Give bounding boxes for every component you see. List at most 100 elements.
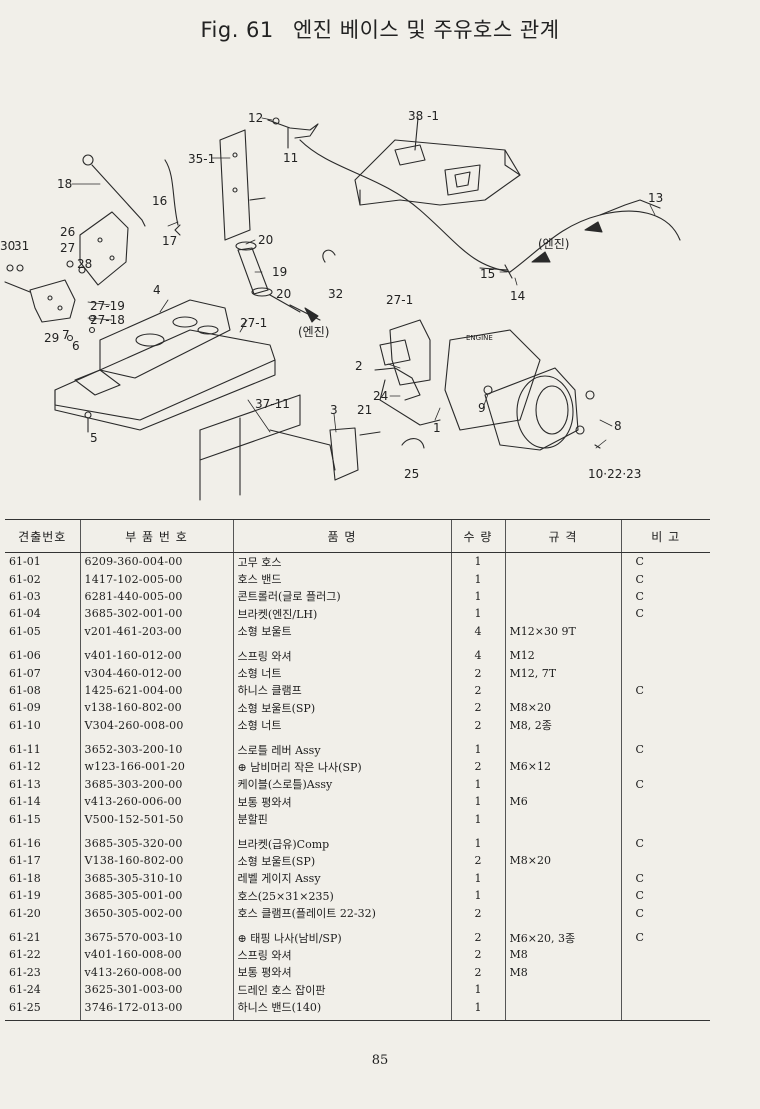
- ref-no-cell: 61-01: [9, 555, 41, 569]
- spec-cell: [504, 980, 621, 999]
- note-cell: [620, 758, 710, 776]
- part-number-cell: 3685-303-200-00: [79, 775, 233, 794]
- ref-no-cell: 61-03: [9, 589, 41, 603]
- note-cell: C: [620, 733, 710, 759]
- callout-35-1: 35-1: [188, 152, 215, 166]
- note-cell: [620, 998, 710, 1021]
- quantity-cell: 4: [450, 639, 505, 665]
- callout-37-11: 37-11: [255, 397, 290, 411]
- note-cell: C: [620, 869, 710, 888]
- part-number-cell: V500-152-501-50: [79, 810, 233, 828]
- quantity-cell: 2: [450, 904, 505, 922]
- part-number-cell: v413-260-006-00: [79, 793, 233, 811]
- callout-10-22-23: 10·22·23: [588, 467, 641, 481]
- ref-no-cell: 61-06: [9, 649, 41, 663]
- part-name-cell: 브라켓(급유)Comp: [232, 827, 451, 853]
- note-cell: C: [620, 552, 710, 571]
- quantity-cell: 2: [450, 681, 505, 700]
- fuel-hose-drawing: [235, 241, 336, 323]
- callout-17: 17: [162, 234, 177, 248]
- part-name-cell: 호스 밴드: [232, 570, 451, 588]
- ref-no-cell: 61-15: [9, 812, 41, 826]
- quantity-cell: 1: [450, 887, 505, 905]
- engine-block-drawing: [444, 329, 601, 451]
- spec-cell: [504, 869, 621, 888]
- callout-5: 5: [90, 431, 98, 445]
- callout-8: 8: [614, 419, 622, 433]
- spec-cell: M12: [504, 639, 621, 665]
- ref-no-cell: 61-14: [9, 795, 41, 809]
- part-number-cell: V138-160-802-00: [79, 852, 233, 870]
- callout-12: 12: [248, 111, 263, 125]
- quantity-cell: 2: [450, 852, 505, 870]
- ref-no-cell: 61-10: [9, 718, 41, 732]
- ref-no-cell: 61-05: [9, 624, 41, 638]
- page-title: Fig. 61 엔진 베이스 및 주유호스 관계: [0, 14, 760, 44]
- header-quantity: 수 량: [450, 519, 505, 553]
- ref-no-cell: 61-16: [9, 837, 41, 851]
- callout-25: 25: [404, 467, 419, 481]
- header-part-no: 부 품 번 호: [79, 519, 233, 553]
- level-gauge-drawing: [82, 154, 146, 227]
- tank-bracket-drawing: [354, 117, 521, 206]
- callout-20-bottom: 20: [276, 287, 291, 301]
- part-name-cell: 스프링 와셔: [232, 946, 451, 964]
- note-cell: C: [620, 904, 710, 922]
- engine-plate-text: ENGINE: [466, 334, 493, 342]
- callout-28: 28: [77, 257, 92, 271]
- part-number-cell: v138-160-802-00: [79, 699, 233, 717]
- note-cell: [620, 793, 710, 811]
- part-number-cell: 6209-360-004-00: [79, 552, 233, 571]
- ref-no-cell: 61-09: [9, 701, 41, 715]
- header-spec: 규 격: [504, 519, 621, 553]
- callout-4: 4: [153, 283, 161, 297]
- quantity-cell: 2: [450, 963, 505, 981]
- spec-cell: M6: [504, 793, 621, 811]
- part-name-cell: 케이블(스로틀)Assy: [232, 775, 451, 794]
- part-number-cell: 3685-305-001-00: [79, 887, 233, 905]
- spec-cell: [504, 887, 621, 905]
- ref-no-cell: 61-25: [5, 998, 80, 1021]
- part-name-cell: 호스 클램프(플레이트 22-32): [232, 904, 451, 922]
- quantity-cell: 1: [450, 570, 505, 588]
- spec-cell: M12, 7T: [504, 664, 621, 682]
- ref-no-cell: 61-22: [9, 948, 41, 962]
- callout-27-18: 27-18: [90, 313, 125, 327]
- part-number-cell: w123-166-001-20: [79, 758, 233, 776]
- ref-no-cell: 61-23: [9, 965, 41, 979]
- spec-cell: [504, 904, 621, 922]
- callout-11: 11: [283, 151, 298, 165]
- quantity-cell: 2: [450, 716, 505, 734]
- ref-no-cell: 61-04: [9, 607, 41, 621]
- engine-label-right: (엔진): [538, 237, 569, 251]
- quantity-cell: 4: [450, 622, 505, 640]
- callout-27-19: 27-19: [90, 299, 125, 313]
- spec-cell: [504, 681, 621, 700]
- note-cell: C: [620, 605, 710, 623]
- glow-controller-drawing: [374, 319, 441, 426]
- part-number-cell: 1417-102-005-00: [79, 570, 233, 588]
- grommet-drawing: [401, 438, 425, 449]
- callout-18: 18: [57, 177, 72, 191]
- callout-20-top: 20: [258, 233, 273, 247]
- spec-cell: M6×20, 3종: [504, 921, 621, 947]
- part-number-cell: 3652-303-200-10: [79, 733, 233, 759]
- ref-no-cell: 61-17: [9, 854, 41, 868]
- ref-no-cell: 61-19: [9, 889, 41, 903]
- spec-cell: M12×30 9T: [504, 622, 621, 640]
- callout-31: 31: [14, 239, 29, 253]
